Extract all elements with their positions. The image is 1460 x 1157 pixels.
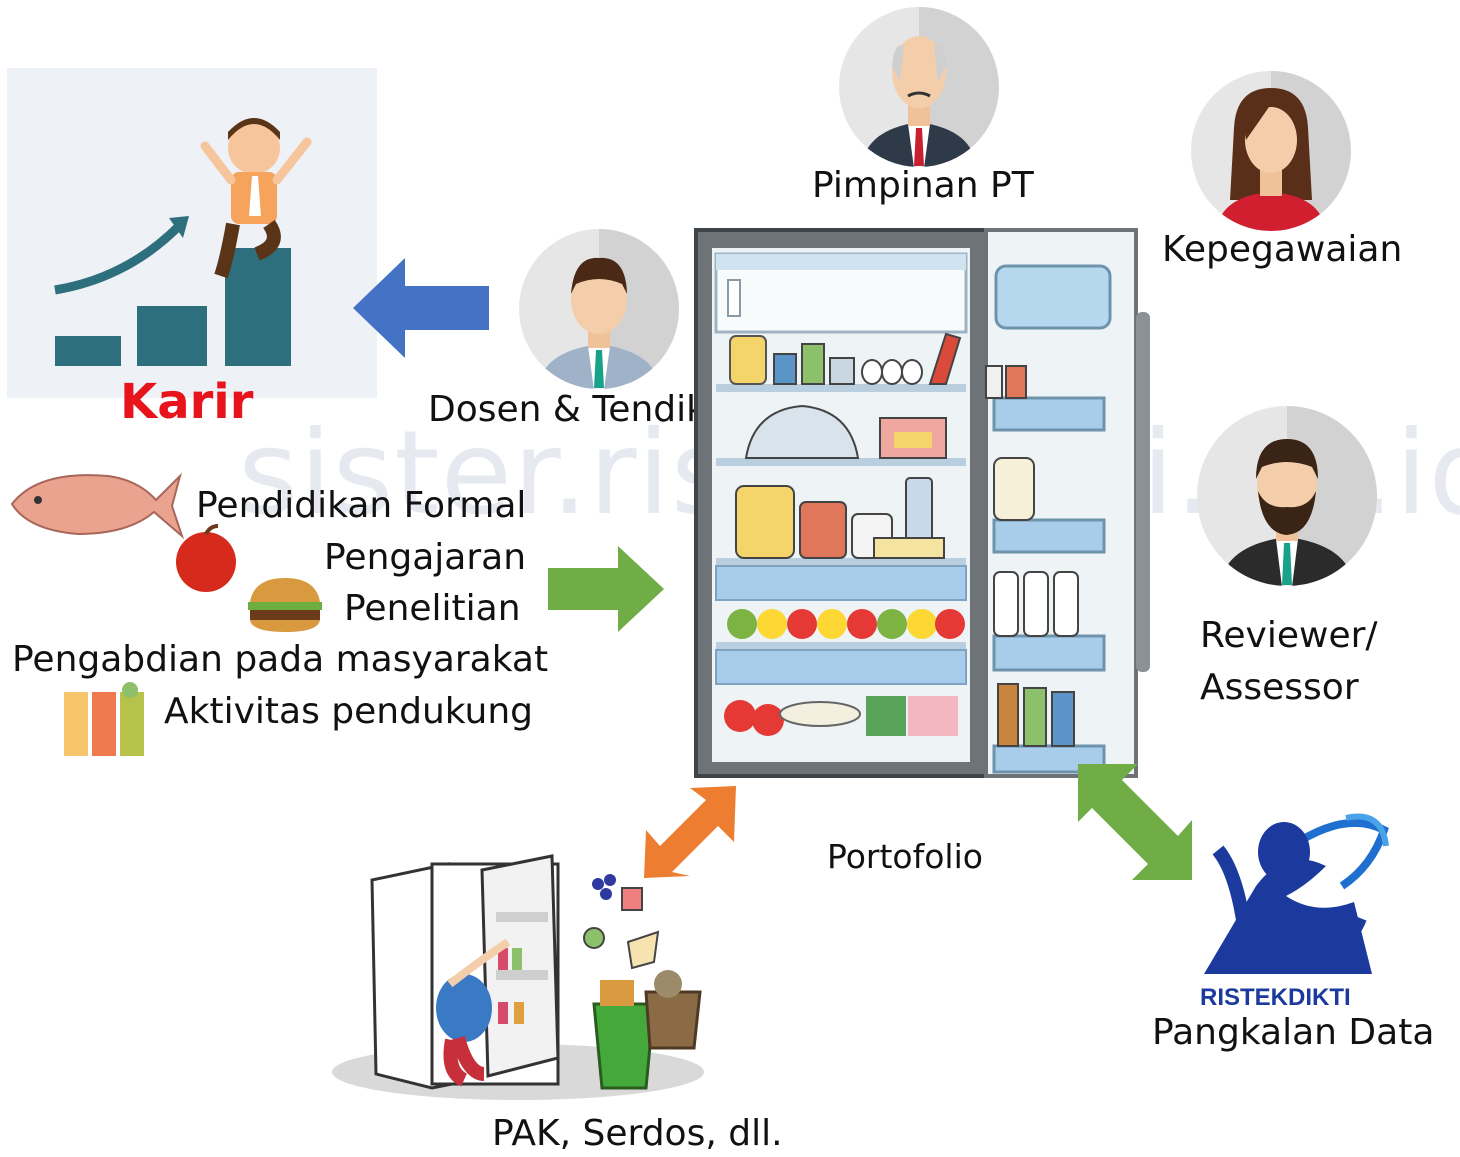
juice-icon [64, 682, 144, 756]
apple-icon [176, 524, 236, 592]
ristekdikti-logo-text: RISTEKDIKTI [1200, 984, 1351, 1011]
input-item-teaching: Pengajaran [324, 537, 527, 578]
bottom-output-label: PAK, Serdos, dll. [492, 1113, 783, 1154]
input-item-formal-education: Pendidikan Formal [196, 485, 527, 526]
ristekdikti-logo-icon [1204, 813, 1389, 974]
portfolio-label: Portofolio [827, 837, 983, 876]
burger-icon [248, 578, 322, 632]
lecturer-label: Dosen & Tendik [428, 389, 707, 430]
green-arrow-icon [548, 546, 664, 632]
fish-icon [10, 472, 185, 540]
orange-double-arrow-icon [644, 786, 736, 878]
reviewer-label-line1: Reviewer/ [1200, 615, 1378, 656]
refrigerator-icon [694, 228, 1150, 778]
input-item-supporting-activities: Aktivitas pendukung [164, 691, 533, 732]
career-illustration [7, 68, 377, 398]
green-double-arrow-icon [1078, 764, 1192, 880]
input-item-research: Penelitian [344, 588, 521, 629]
career-label: Karir [120, 374, 254, 430]
lecturer-avatar-icon [519, 229, 679, 389]
leader-label: Pimpinan PT [812, 165, 1034, 206]
leader-avatar-icon [839, 7, 999, 167]
reviewer-avatar-icon [1197, 406, 1377, 586]
database-label: Pangkalan Data [1152, 1012, 1435, 1053]
input-item-community-service: Pengabdian pada masyarakat [12, 639, 549, 680]
messy-fridge-icon [332, 854, 704, 1100]
blue-arrow-icon [353, 258, 489, 358]
staffing-avatar-icon [1191, 71, 1351, 231]
reviewer-label-line2: Assessor [1200, 667, 1359, 708]
staffing-label: Kepegawaian [1162, 229, 1403, 270]
growth-chart-icon [54, 118, 312, 366]
